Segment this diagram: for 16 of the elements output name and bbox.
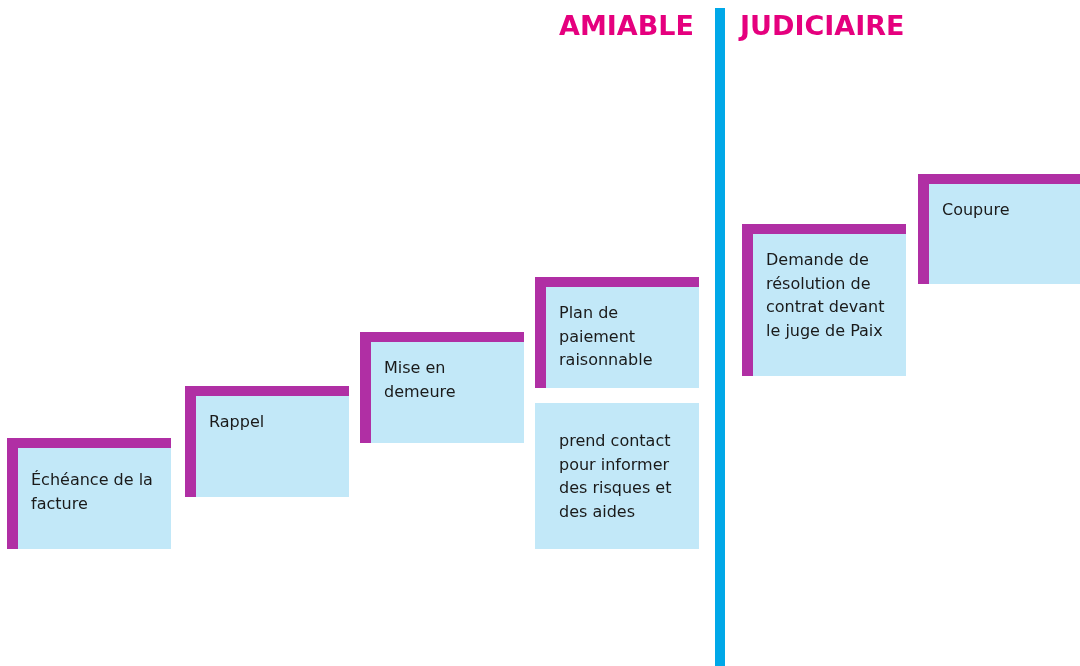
step-box: [185, 386, 349, 497]
step-box: [918, 174, 1080, 284]
step-text: prend contact pour informer des risques et des aides: [559, 430, 673, 523]
phase-heading: JUDICIAIRE: [740, 10, 905, 41]
step-box: [360, 332, 524, 443]
step-box: [742, 224, 906, 376]
step-text: Échéance de la facture: [31, 469, 154, 515]
step-text: Coupure: [942, 199, 1011, 221]
step-text: Rappel: [209, 411, 266, 433]
step-text: Plan de paiement raisonnable: [559, 302, 654, 371]
phase-heading: AMIABLE: [559, 10, 694, 41]
step-box: [7, 438, 171, 549]
step-text: Demande de résolution de contrat devant le juge de Paix: [766, 249, 886, 342]
step-text: Mise en demeure: [384, 357, 457, 403]
step-box: [535, 277, 699, 388]
step-box: [535, 403, 699, 549]
